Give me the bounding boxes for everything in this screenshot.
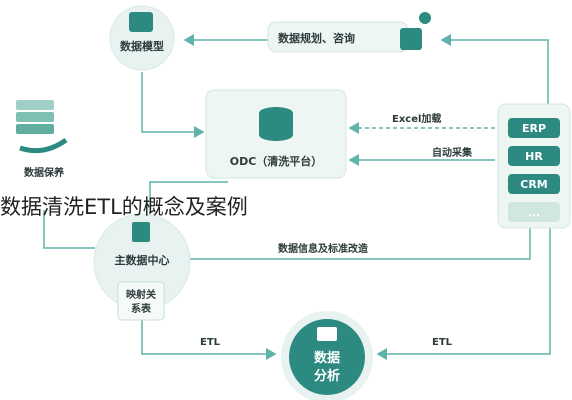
edge-etl-left <box>141 312 277 360</box>
edge-maintenance-link <box>43 210 95 249</box>
etl-platform-label: ODC（清洗平台） <box>230 154 323 168</box>
system-label-more: ... <box>528 206 541 219</box>
edge-standard-update <box>190 225 531 260</box>
server-icon <box>16 100 54 110</box>
data-analysis-node: 数据 分析 <box>281 311 373 400</box>
system-tag-hr <box>508 146 560 166</box>
system-tag-erp <box>508 118 560 138</box>
master-data-center-node: 主数据中心 映射关 系表 <box>93 213 191 321</box>
edge-label-excel: Excel加载 <box>392 112 441 125</box>
calendar-icon <box>400 28 422 50</box>
page-title: 数据清洗ETL的概念及案例 <box>0 195 248 219</box>
edge-systems-to-planning <box>440 34 549 120</box>
mapping-table-label-line2: 系表 <box>131 302 152 315</box>
edge-label-auto: 自动采集 <box>432 146 473 159</box>
data-model-node: 数据模型 <box>109 5 175 71</box>
source-systems-panel: ERP HR CRM ... <box>497 103 571 229</box>
system-label-erp: ERP <box>522 122 546 135</box>
data-analysis-label-line1: 数据 <box>314 350 340 366</box>
edge-platform-to-center <box>144 181 228 227</box>
edge-label-etl-left: ETL <box>200 337 221 348</box>
data-analysis-label-line2: 分析 <box>314 368 340 384</box>
edge-label-standard: 数据信息及标准改造 <box>278 242 369 255</box>
edge-label-etl-right: ETL <box>432 337 453 348</box>
system-label-crm: CRM <box>520 178 548 191</box>
etl-platform-node: ODC（清洗平台） <box>205 89 347 179</box>
mapping-table-label-line1: 映射关 <box>126 288 156 301</box>
data-planning-node: 数据规划、咨询 <box>267 12 431 53</box>
system-tag-more <box>508 202 560 222</box>
data-model-label: 数据模型 <box>120 39 164 53</box>
monitor-icon <box>317 327 337 341</box>
data-planning-label: 数据规划、咨询 <box>278 31 355 45</box>
edge-model-to-platform <box>141 72 205 138</box>
system-tag-crm <box>508 174 560 194</box>
data-maintenance-label: 数据保养 <box>24 166 65 179</box>
master-data-center-label: 主数据中心 <box>115 253 170 267</box>
hand-icon <box>19 137 68 154</box>
system-label-hr: HR <box>525 150 543 163</box>
person-icon <box>419 12 431 24</box>
edge-etl-right <box>376 225 551 360</box>
building-icon <box>132 222 150 242</box>
cube-icon <box>129 12 153 32</box>
data-maintenance-node: 数据保养 <box>16 100 68 179</box>
